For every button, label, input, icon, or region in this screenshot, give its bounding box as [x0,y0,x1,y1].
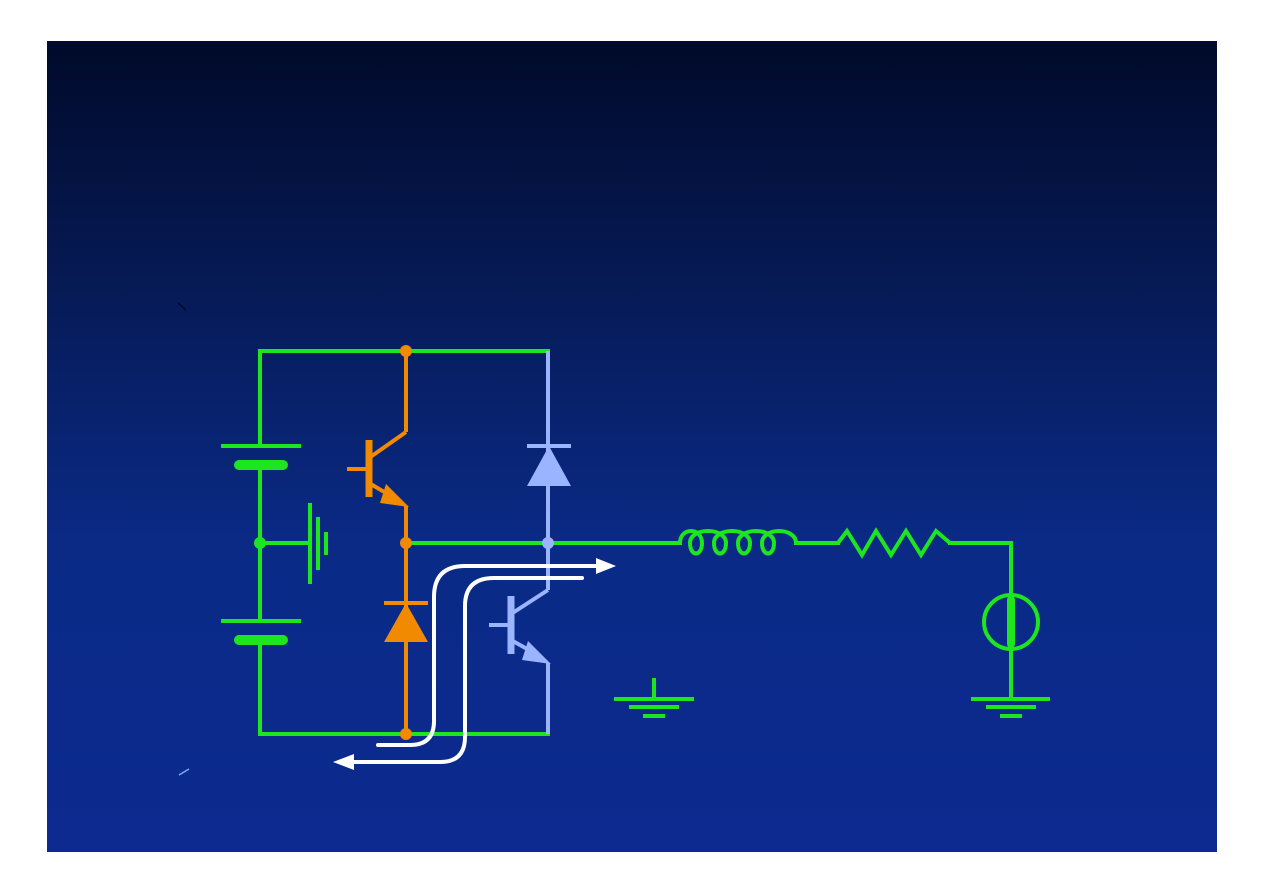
circuit-diagram [177,302,1050,776]
current-path-arrows [352,564,600,764]
junction-dots [254,345,554,740]
stray-mark [177,302,187,311]
upper-diode-icon [527,351,571,543]
arrow-left-icon [333,754,354,770]
slide-background [47,41,1217,852]
midpoint-ground-icon [308,503,328,584]
reference-ground-icon [614,678,694,718]
lower-battery-icon [221,619,301,645]
lower-transistor-icon [489,543,550,734]
lower-emitter-arrow-icon [522,641,551,664]
load-ground-icon [971,697,1050,718]
load-inductor-icon [678,529,798,556]
load-resistor-icon [836,527,952,559]
upper-transistor-icon [347,351,408,543]
back-emf-source-icon [982,593,1040,651]
upper-emitter-arrow-icon [380,484,409,507]
upper-battery-icon [221,444,301,470]
current-path-through-lower-diode [376,564,600,747]
arrow-right-icon [596,558,616,574]
current-path-through-lower-transistor [352,576,584,764]
lower-diode-icon [384,543,428,734]
stray-mark [178,768,190,776]
